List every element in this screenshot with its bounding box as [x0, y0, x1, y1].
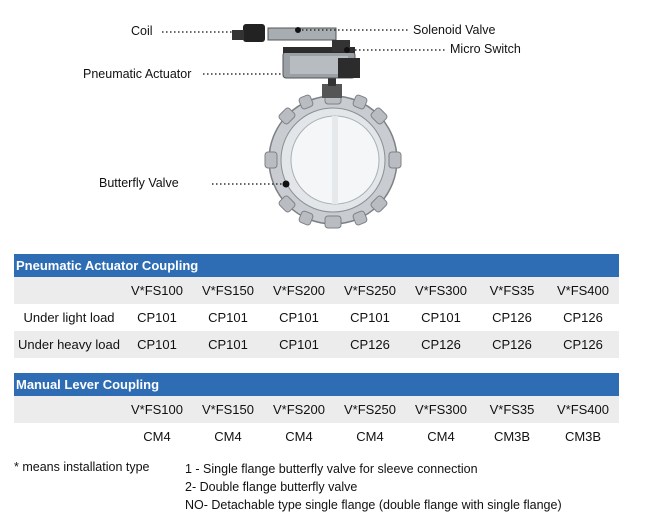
header-cell: V*FS400 — [556, 402, 610, 417]
table-cell: CP126 — [492, 337, 532, 352]
header-cell: V*FS300 — [414, 283, 468, 298]
actuator-body — [282, 47, 360, 79]
label-pneumatic-actuator: Pneumatic Actuator — [83, 67, 192, 81]
table-cell: CP101 — [137, 310, 177, 325]
label-butterfly-valve: Butterfly Valve — [99, 176, 179, 190]
table-cell: CM4 — [143, 429, 171, 444]
table-cell: CP101 — [350, 310, 390, 325]
note-item: NO- Detachable type single flange (doubl… — [185, 498, 562, 512]
pneumatic-header-row: V*FS100 V*FS150 V*FS200 V*FS250 V*FS300 … — [14, 277, 619, 304]
header-cell: V*FS300 — [414, 402, 468, 417]
manual-header-row: V*FS100 V*FS150 V*FS200 V*FS250 V*FS300 … — [14, 396, 619, 423]
table-cell: CP101 — [208, 310, 248, 325]
table-row: Under light load CP101 CP101 CP101 CP101… — [14, 304, 619, 331]
row-label: Under heavy load — [18, 337, 120, 352]
table-cell: CP101 — [208, 337, 248, 352]
header-cell: V*FS250 — [343, 402, 397, 417]
manual-table-title: Manual Lever Coupling — [14, 373, 619, 396]
label-solenoid-valve: Solenoid Valve — [413, 23, 496, 37]
table-cell: CP126 — [563, 337, 603, 352]
table-cell: CP101 — [279, 337, 319, 352]
table-cell: CP126 — [492, 310, 532, 325]
table-cell: CM4 — [214, 429, 242, 444]
header-cell: V*FS200 — [272, 402, 326, 417]
pneumatic-table-title: Pneumatic Actuator Coupling — [14, 254, 619, 277]
header-cell: V*FS150 — [201, 402, 255, 417]
table-row: CM4 CM4 CM4 CM4 CM4 CM3B CM3B — [14, 423, 619, 450]
table-cell: CP101 — [137, 337, 177, 352]
valve-diagram: Coil Solenoid Valve Micro Switch Pneumat… — [0, 0, 668, 245]
header-cell: V*FS250 — [343, 283, 397, 298]
table-cell: CP126 — [350, 337, 390, 352]
label-coil: Coil — [131, 24, 153, 38]
row-label: Under light load — [23, 310, 115, 325]
table-cell: CM4 — [427, 429, 455, 444]
table-cell: CP126 — [563, 310, 603, 325]
note-item: 2- Double flange butterfly valve — [185, 480, 358, 494]
table-cell: CP101 — [279, 310, 319, 325]
table-row: Under heavy load CP101 CP101 CP101 CP126… — [14, 331, 619, 358]
table-cell: CM4 — [356, 429, 384, 444]
header-cell: V*FS100 — [130, 402, 184, 417]
table-cell: CP101 — [421, 310, 461, 325]
header-cell: V*FS100 — [130, 283, 184, 298]
installation-type-note: * means installation type — [14, 460, 150, 474]
table-cell: CP126 — [421, 337, 461, 352]
table-cell: CM3B — [493, 429, 531, 444]
butterfly-valve-illustration — [162, 24, 446, 229]
header-cell: V*FS35 — [489, 283, 535, 298]
table-cell: CM4 — [285, 429, 313, 444]
header-cell: V*FS35 — [489, 402, 535, 417]
valve-disc — [290, 115, 380, 205]
table-cell: CM3B — [564, 429, 602, 444]
header-cell: V*FS200 — [272, 283, 326, 298]
note-item: 1 - Single flange butterfly valve for sl… — [185, 462, 478, 476]
label-micro-switch: Micro Switch — [450, 42, 521, 56]
header-cell: V*FS150 — [201, 283, 255, 298]
header-cell: V*FS400 — [556, 283, 610, 298]
valve-stem — [322, 72, 342, 98]
